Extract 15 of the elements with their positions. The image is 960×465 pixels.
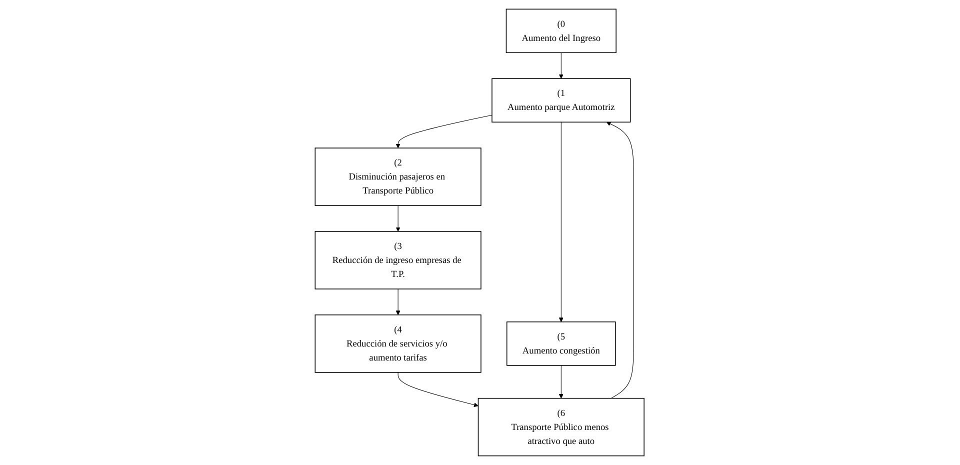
node-box: (4 Reducción de servicios y/o aumento tarifas — [315, 314, 482, 373]
node-box: (5 Aumento congestión — [506, 322, 616, 366]
arrow — [559, 52, 564, 79]
node-box: (3 Reducción de ingreso empresas de T.P. — [315, 231, 482, 290]
arrow — [559, 122, 564, 322]
arrow — [396, 114, 493, 148]
node-box: (1 Aumento parque Automotriz — [492, 78, 632, 122]
arrow — [398, 372, 479, 408]
arrow — [606, 122, 634, 399]
arrow — [559, 365, 564, 399]
node-box: (2 Disminución pasajeros en Transporte Público — [315, 148, 482, 206]
node-box: (0 Aumento del Ingreso — [506, 8, 617, 54]
arrow — [396, 288, 401, 316]
arrow — [396, 205, 401, 232]
node-box: (6 Transporte Público menos atractivo que auto — [478, 398, 645, 456]
